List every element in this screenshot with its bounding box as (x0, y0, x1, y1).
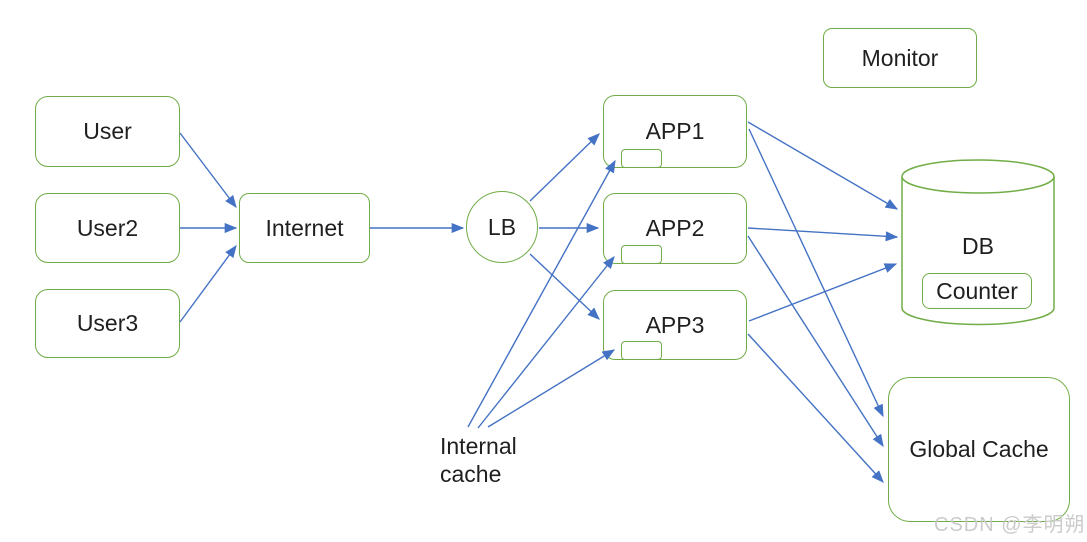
app1-internal-cache-slot (621, 149, 662, 168)
node-global-cache: Global Cache (888, 377, 1070, 522)
csdn-watermark: CSDN @李明朔 (934, 514, 1086, 536)
node-internet: Internet (239, 193, 370, 263)
node-user1-label: User (83, 118, 132, 144)
node-app3-label: APP3 (645, 311, 705, 338)
node-app2-label: APP2 (645, 215, 705, 241)
node-load-balancer: LB (466, 191, 538, 263)
node-internet-label: Internet (265, 214, 344, 241)
node-user3-label: User3 (76, 310, 139, 336)
node-user1: User (35, 96, 180, 167)
node-counter: Counter (922, 273, 1032, 309)
node-global-cache-label: Global Cache (909, 436, 1049, 462)
node-user3: User3 (35, 289, 180, 358)
node-user2-label: User2 (76, 214, 139, 241)
app3-internal-cache-slot (621, 341, 662, 360)
internal-cache-label: Internal cache (440, 433, 517, 487)
node-user2: User2 (35, 193, 180, 263)
node-monitor-label: Monitor (861, 44, 939, 71)
node-lb-label: LB (487, 213, 517, 240)
node-monitor: Monitor (823, 28, 977, 88)
node-app1-label: APP1 (645, 118, 705, 144)
node-counter-label: Counter (936, 277, 1018, 304)
app2-internal-cache-slot (621, 245, 662, 264)
node-db-label: DB (962, 233, 994, 259)
